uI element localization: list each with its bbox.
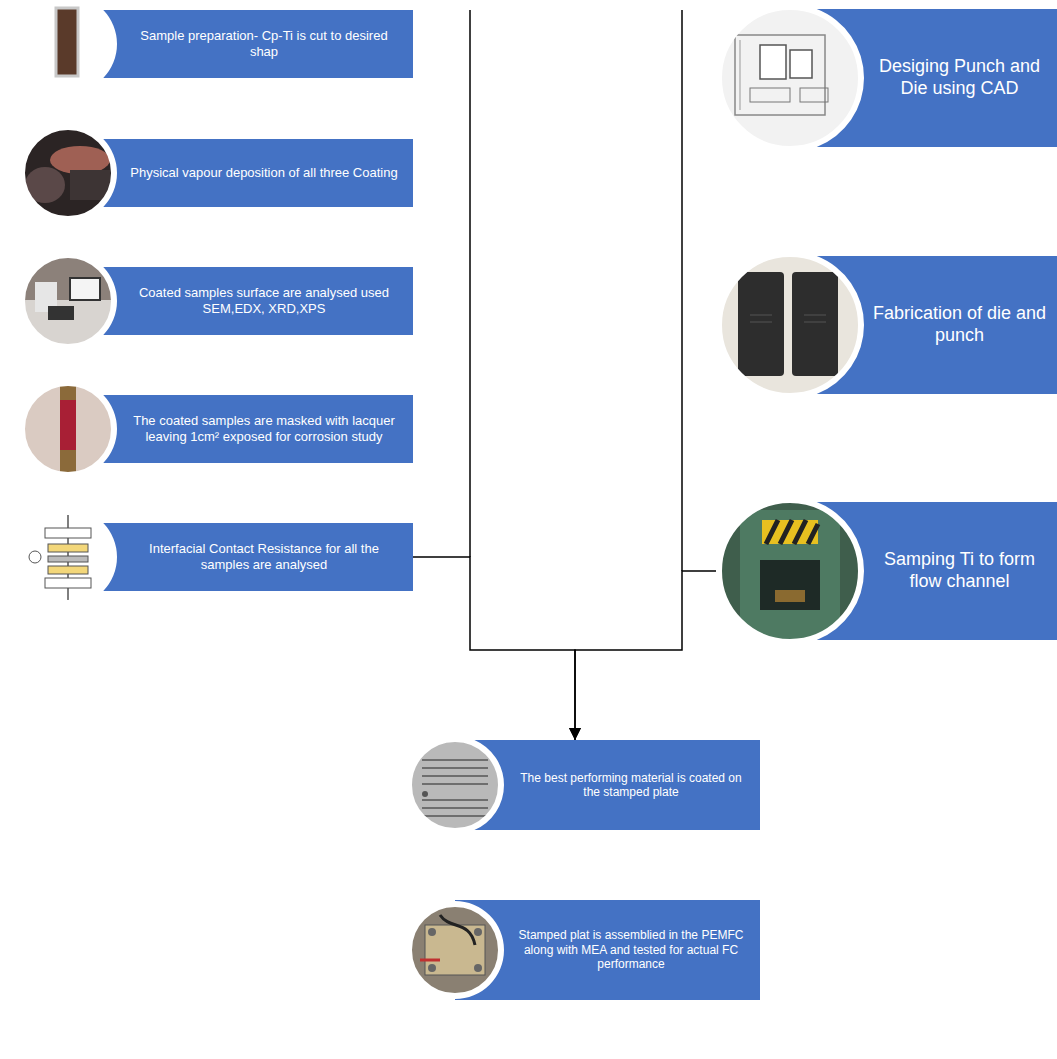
box-text: Samping Ti to form flow channel [872, 549, 1047, 592]
box-text-area: Interfacial Contact Resistance for all t… [19, 523, 413, 591]
pvd-photo [23, 128, 113, 218]
bracket-line [469, 10, 471, 557]
box-shape [406, 740, 760, 830]
press-photo [720, 501, 860, 641]
photo-ring [23, 512, 113, 602]
flow-arrow [413, 557, 575, 740]
box-fill [103, 267, 413, 335]
process-box: Samping Ti to form flow channel [716, 502, 1057, 640]
box-text-area: Desiging Punch and Die using CAD [716, 9, 1057, 147]
box-shape [716, 256, 1057, 394]
photo-ring [410, 740, 500, 830]
photo-ring [410, 905, 500, 995]
process-box: Stamped plat is assemblied in the PEMFC … [406, 900, 760, 1000]
process-box: Fabrication of die and punch [716, 256, 1057, 394]
box-fill [817, 256, 1057, 394]
box-text-area: Sample preparation- Cp-Ti is cut to desi… [19, 10, 413, 78]
photo-ring [23, 384, 113, 474]
process-box: Coated samples surface are analysed used… [19, 267, 413, 335]
process-box: Physical vapour deposition of all three … [19, 139, 413, 207]
flow-arrow [575, 571, 716, 740]
box-fill [817, 9, 1057, 147]
box-fill [455, 900, 760, 1000]
box-text: Coated samples surface are analysed used… [125, 285, 403, 316]
box-text: Stamped plat is assemblied in the PEMFC … [512, 928, 750, 971]
process-box: The best performing material is coated o… [406, 740, 760, 830]
box-text-area: Physical vapour deposition of all three … [19, 139, 413, 207]
box-text: Physical vapour deposition of all three … [130, 165, 397, 181]
box-text: Fabrication of die and punch [872, 303, 1047, 346]
cad-drawing [720, 8, 860, 148]
process-box: Desiging Punch and Die using CAD [716, 9, 1057, 147]
box-text: Sample preparation- Cp-Ti is cut to desi… [125, 28, 403, 59]
sample-photo [23, 0, 113, 89]
process-box: Interfacial Contact Resistance for all t… [19, 523, 413, 591]
masked-sample-photo [23, 380, 113, 480]
photo-ring [720, 255, 860, 395]
box-shape [19, 10, 413, 78]
box-text-area: The coated samples are masked with lacqu… [19, 395, 413, 463]
box-fill [103, 395, 413, 463]
box-text: Desiging Punch and Die using CAD [872, 56, 1047, 99]
box-text-area: Fabrication of die and punch [716, 256, 1057, 394]
bracket-line [681, 10, 683, 571]
process-box: The coated samples are masked with lacqu… [19, 395, 413, 463]
box-fill [103, 10, 413, 78]
photo-ring [720, 501, 860, 641]
photo-ring [23, 128, 113, 218]
icr-schematic [23, 512, 113, 602]
box-text-area: The best performing material is coated o… [406, 740, 760, 830]
box-text-area: Samping Ti to form flow channel [716, 502, 1057, 640]
box-text: The best performing material is coated o… [512, 771, 750, 800]
stamped-plate-photo [410, 740, 500, 830]
box-text: Interfacial Contact Resistance for all t… [125, 541, 403, 572]
photo-ring [23, 0, 113, 89]
photo-ring [23, 256, 113, 346]
box-fill [817, 502, 1057, 640]
box-text: The coated samples are masked with lacqu… [125, 413, 403, 444]
lab-photo [23, 256, 113, 350]
box-fill [103, 139, 413, 207]
box-text-area: Stamped plat is assemblied in the PEMFC … [406, 900, 760, 1000]
box-fill [474, 740, 760, 830]
photo-ring [720, 8, 860, 148]
die-punch-photo [720, 255, 860, 395]
fuel-cell-photo [410, 905, 500, 995]
process-box: Sample preparation- Cp-Ti is cut to desi… [19, 10, 413, 78]
box-text-area: Coated samples surface are analysed used… [19, 267, 413, 335]
box-fill [103, 523, 413, 591]
